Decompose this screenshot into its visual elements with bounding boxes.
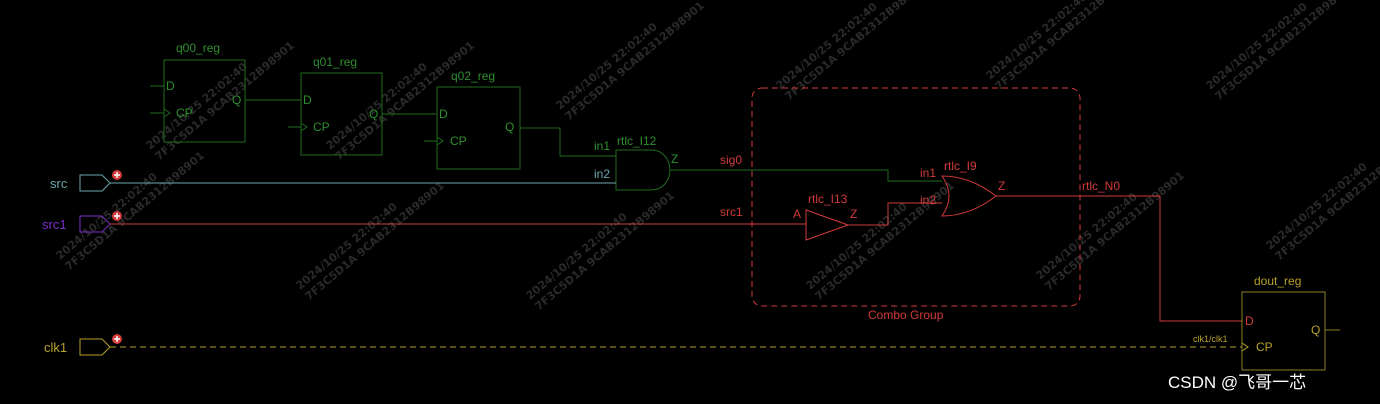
register-q02-cp-pin: CP [450, 134, 467, 148]
and-gate-rtlc-i12[interactable] [615, 149, 690, 191]
csdn-credit: CSDN @飞哥一芯 [1168, 373, 1306, 392]
or-gate-rtlc-i9[interactable] [941, 175, 997, 217]
input-port-clk1[interactable] [79, 334, 1242, 356]
or-gate-in1-pin: in1 [920, 166, 936, 180]
input-port-src[interactable] [79, 170, 616, 192]
and-gate-out-pin: Z [671, 152, 678, 166]
input-clk1-label: clk1 [44, 340, 67, 355]
register-q02-q-pin: Q [505, 120, 514, 134]
register-q00[interactable] [150, 59, 246, 143]
watermark-line1: 2024/10/25 22:02:40 [54, 170, 161, 262]
input-src1-label: src1 [42, 217, 67, 232]
register-q00-q-pin: Q [232, 93, 241, 107]
register-q01-name: q01_reg [313, 55, 357, 69]
register-dout-q-pin: Q [1311, 323, 1320, 337]
or-gate-out-pin: Z [998, 179, 1005, 193]
watermark-line1: 2024/10/25 22:02:40 [554, 20, 661, 112]
net-sig0-label: sig0 [720, 153, 742, 167]
or-gate-name: rtlc_I9 [944, 159, 977, 173]
watermark-line2: 7F3C5D1A 9CAB2312B98901 [153, 39, 297, 163]
watermark-line2: 7F3C5D1A 9CAB2312B98901 [63, 149, 207, 273]
register-q01-cp-pin: CP [313, 120, 330, 134]
register-q00-name: q00_reg [176, 41, 220, 55]
register-q01-q-pin: Q [369, 107, 378, 121]
watermark-line1: 2024/10/25 22:02:40 [1034, 190, 1141, 282]
watermark-line1: 2024/10/25 22:02:40 [294, 200, 401, 292]
and-gate-in1-pin: in1 [594, 139, 610, 153]
or-gate-in2-pin: in2 [920, 193, 936, 207]
register-q02-d-pin: D [439, 107, 448, 121]
watermark-line1: 2024/10/25 22:02:40 [1264, 160, 1371, 252]
register-dout[interactable] [1241, 291, 1340, 371]
register-dout-cp-pin: CP [1256, 340, 1273, 354]
watermark-line2: 7F3C5D1A 9CAB2312B98901 [533, 189, 677, 313]
and-gate-in2-pin: in2 [594, 167, 610, 181]
buffer-gate-rtlc-i13[interactable] [805, 202, 942, 241]
combo-group-box[interactable] [751, 87, 1081, 307]
register-dout-d-pin: D [1245, 314, 1254, 328]
buffer-gate-out-pin: Z [850, 207, 857, 221]
input-src-label: src [50, 176, 68, 191]
buffer-gate-in-pin: A [793, 207, 801, 221]
watermark-line1: 2024/10/25 22:02:40 [774, 0, 881, 92]
watermark-line2: 7F3C5D1A 9CAB2312B98901 [563, 0, 707, 123]
buffer-gate-name: rtlc_I13 [808, 192, 848, 206]
net-q02-to-and[interactable] [520, 127, 616, 157]
net-clk-label: clk1/clk1 [1193, 334, 1228, 344]
input-port-src1[interactable] [79, 211, 806, 233]
register-q02-name: q02_reg [451, 69, 495, 83]
combo-group-label: Combo Group [868, 308, 944, 322]
watermark-line2: 7F3C5D1A 9CAB2312B98901 [303, 179, 447, 303]
and-gate-name: rtlc_I12 [617, 134, 657, 148]
register-q01-d-pin: D [303, 93, 312, 107]
register-q00-cp-pin: CP [176, 106, 193, 120]
register-dout-name: dout_reg [1254, 274, 1301, 288]
watermark-line1: 2024/10/25 22:02:40 [1204, 0, 1311, 92]
register-q00-d-pin: D [166, 79, 175, 93]
net-src1-label: src1 [720, 205, 743, 219]
net-rtlc-n0[interactable] [996, 195, 1242, 322]
net-sig0[interactable] [690, 169, 942, 182]
net-rtlc-n0-label: rtlc_N0 [1082, 179, 1120, 193]
watermark-line1: 2024/10/25 22:02:40 [984, 0, 1091, 82]
